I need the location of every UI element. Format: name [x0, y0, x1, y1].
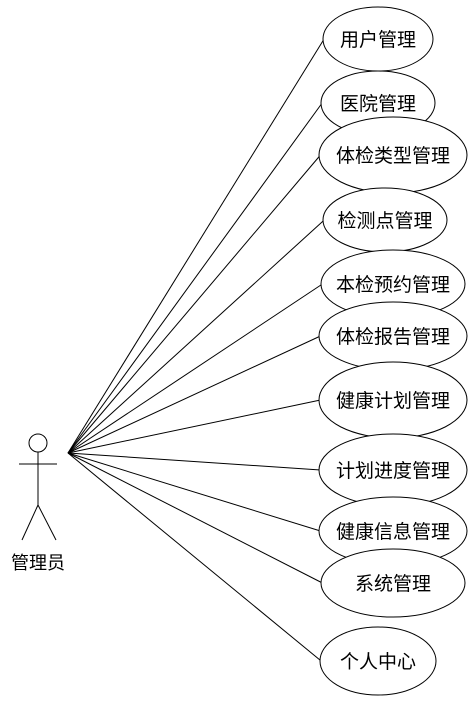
- actor-label: 管理员: [11, 553, 65, 574]
- use-case-label: 个人中心: [340, 651, 416, 673]
- actor-right-leg: [37, 504, 57, 541]
- use-case: 体检报告管理: [318, 301, 468, 371]
- use-case-ellipse: [320, 548, 466, 618]
- association-line: [67, 219, 325, 454]
- actor-head: [28, 433, 48, 453]
- use-cases: 用户管理医院管理体检类型管理检测点管理本检预约管理体检报告管理健康计划管理计划进…: [318, 6, 468, 696]
- association-line: [67, 154, 321, 454]
- association-line: [67, 452, 322, 662]
- actor-left-leg: [21, 504, 39, 541]
- association-line: [67, 38, 325, 454]
- use-case: 用户管理: [322, 6, 434, 72]
- use-case-label: 用户管理: [340, 29, 416, 51]
- use-case: 计划进度管理: [318, 433, 468, 507]
- association-line: [67, 283, 323, 454]
- use-case: 检测点管理: [322, 187, 448, 253]
- use-case: 个人中心: [319, 626, 437, 696]
- use-case-label: 医院管理: [340, 93, 416, 115]
- use-case: 健康计划管理: [318, 361, 468, 439]
- use-case-ellipse: [319, 626, 437, 696]
- use-case: 健康信息管理: [318, 496, 468, 566]
- association-line: [67, 452, 323, 584]
- use-case-label: 健康计划管理: [336, 390, 450, 412]
- use-case-label: 体检报告管理: [336, 326, 450, 348]
- association-lines: [67, 38, 325, 662]
- association-line: [67, 335, 321, 454]
- use-case: 体检类型管理: [318, 116, 468, 194]
- association-line: [67, 399, 321, 454]
- association-line: [67, 452, 321, 471]
- use-case: 系统管理: [320, 548, 466, 618]
- actor: 管理员: [11, 433, 65, 574]
- use-case-label: 系统管理: [355, 573, 431, 595]
- use-case-label: 计划进度管理: [336, 460, 450, 482]
- use-case-label: 健康信息管理: [336, 521, 450, 543]
- association-line: [67, 452, 321, 532]
- use-case-label: 本检预约管理: [336, 274, 450, 296]
- use-case: 本检预约管理: [320, 249, 466, 319]
- use-case-label: 检测点管理: [337, 210, 432, 232]
- association-line: [67, 102, 323, 454]
- use-case-label: 体检类型管理: [336, 145, 450, 167]
